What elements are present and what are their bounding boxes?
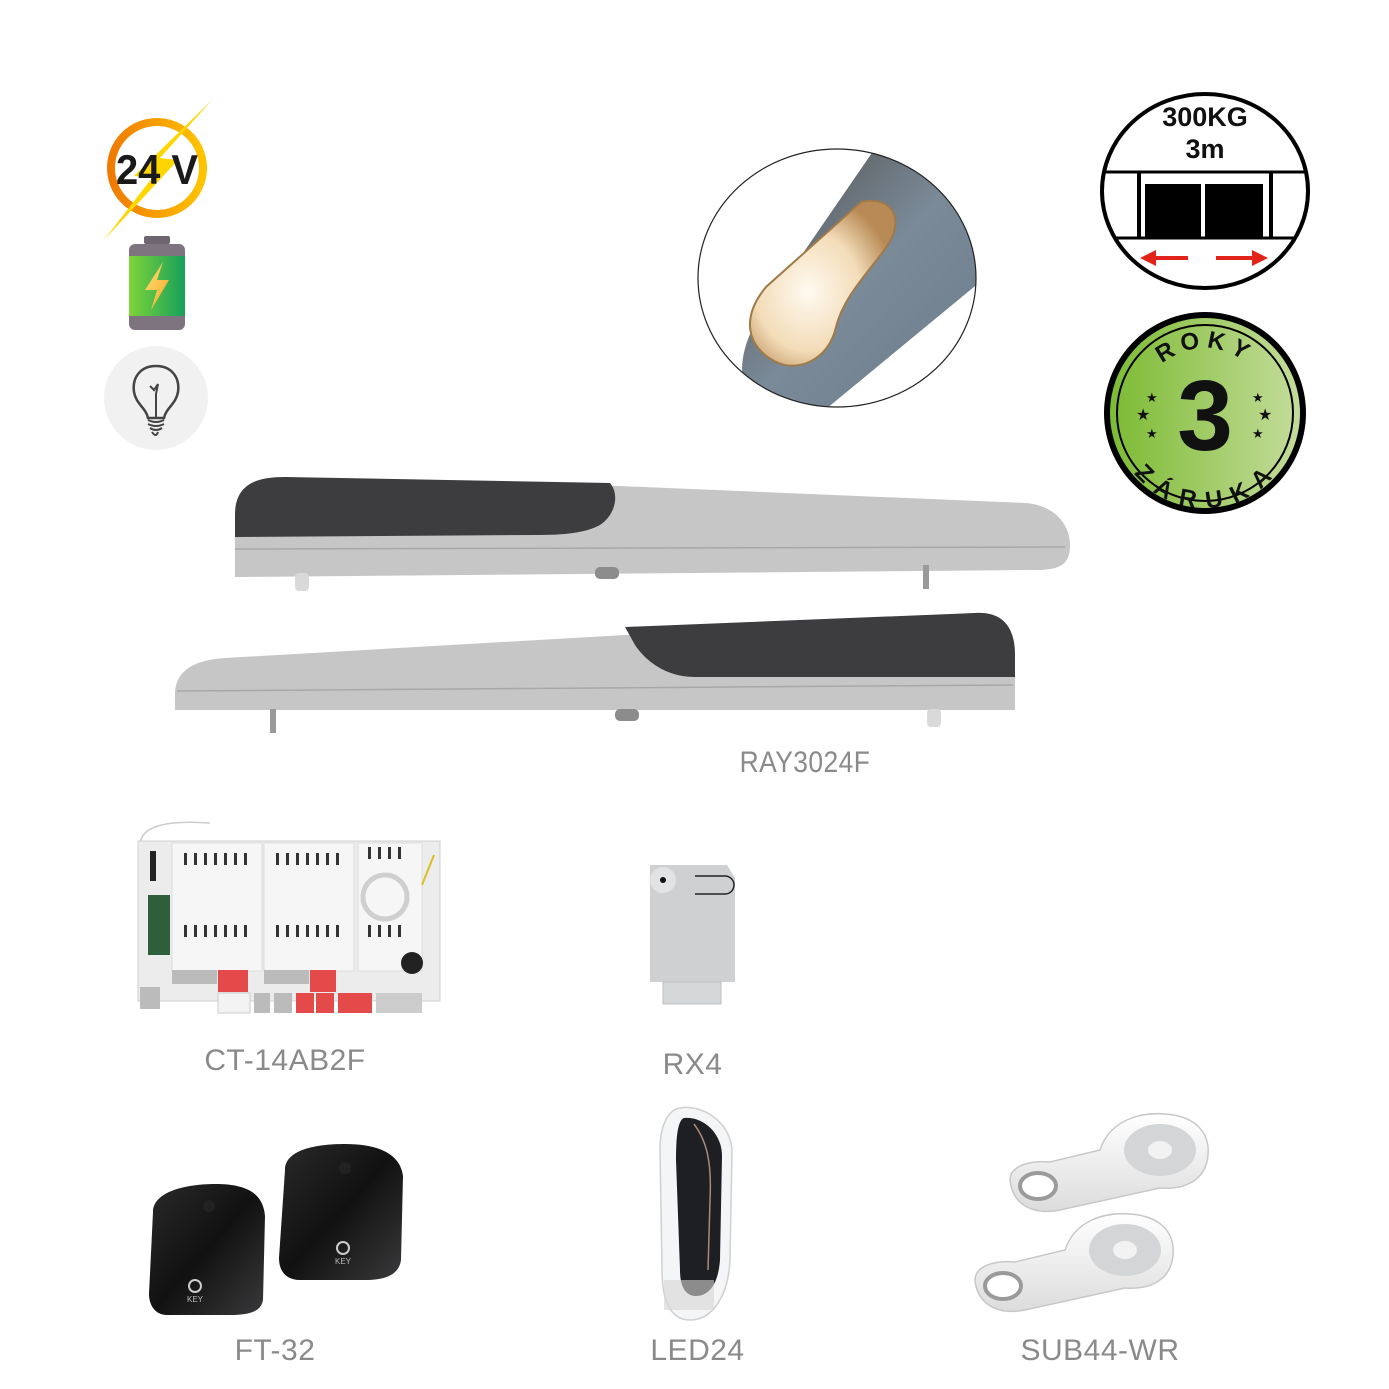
voltage-24v-icon: 24 V xyxy=(100,98,215,243)
svg-text:★: ★ xyxy=(1252,390,1264,405)
product-label-control-unit: CT-14AB2F xyxy=(204,1044,366,1077)
svg-text:KEY: KEY xyxy=(335,1257,352,1266)
svg-text:★: ★ xyxy=(1146,426,1158,441)
light-bulb-icon xyxy=(104,346,208,450)
remote-controls-image xyxy=(970,1110,1215,1315)
svg-text:★: ★ xyxy=(1136,407,1150,424)
capacity-badge: 300KG 3m xyxy=(1100,92,1310,290)
product-label-remotes: SUB44-WR xyxy=(1020,1334,1180,1367)
receiver-image xyxy=(645,862,740,1007)
led-light-detail-image xyxy=(696,147,978,409)
svg-text:24 V: 24 V xyxy=(116,146,199,193)
product-label-flashing-lamp: LED24 xyxy=(650,1334,745,1367)
svg-text:KEY: KEY xyxy=(187,1295,204,1304)
control-unit-image xyxy=(130,815,445,1025)
svg-text:★: ★ xyxy=(1252,426,1264,441)
svg-text:3: 3 xyxy=(1177,360,1233,472)
double-swing-gate-icon xyxy=(1102,170,1308,266)
battery-charging-icon xyxy=(127,236,187,332)
svg-text:★: ★ xyxy=(1258,407,1272,424)
flashing-lamp-image xyxy=(650,1100,740,1325)
capacity-length: 3m xyxy=(1185,134,1225,164)
product-label-photocells: FT-32 xyxy=(234,1334,316,1367)
svg-text:★: ★ xyxy=(1146,390,1158,405)
warranty-badge: ROKY ZÁRUKA 3 ★ ★ ★ ★ ★ ★ xyxy=(1100,308,1310,518)
motors-image xyxy=(175,465,1075,755)
photocells-image: KEY KEY xyxy=(145,1140,410,1315)
product-label-receiver: RX4 xyxy=(662,1048,723,1081)
capacity-weight: 300KG xyxy=(1162,102,1248,132)
product-label-motors: RAY3024F xyxy=(739,746,871,779)
